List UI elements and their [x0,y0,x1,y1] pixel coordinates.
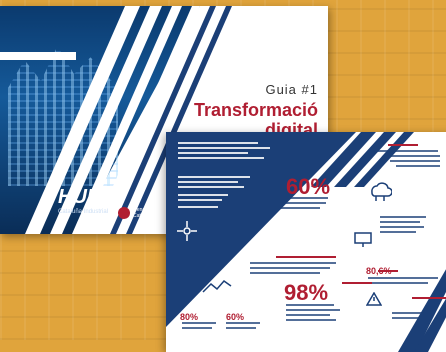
guide-label: Guia #1 [265,82,318,97]
stat-value: 60% [286,174,331,199]
trend-line-icon [202,279,232,293]
stat-value: 80% [180,312,199,322]
hub-logo-subtitle: Cataluña Industrial [58,209,109,215]
infographic-card: 60% 98% 80% 60% 80,6% [166,132,446,352]
stat-value: 98% [284,280,329,305]
warning-triangle-icon [366,292,382,306]
diagonal-stripes [25,6,232,234]
infographic-background-shapes [166,132,446,352]
stat-value: 60% [226,312,245,322]
cover-title-line1: Transformació [193,100,318,120]
hub-logo: HUB [58,186,102,208]
partner-seal-icon [118,207,130,219]
title-accent-bar [0,52,76,60]
monitor-icon [354,232,372,247]
cloud-network-icon [371,182,392,201]
partner-logo-text: Generalitat de Catalunya [133,207,165,219]
stat-value: 80,6% [366,266,392,276]
network-icon [177,221,197,241]
